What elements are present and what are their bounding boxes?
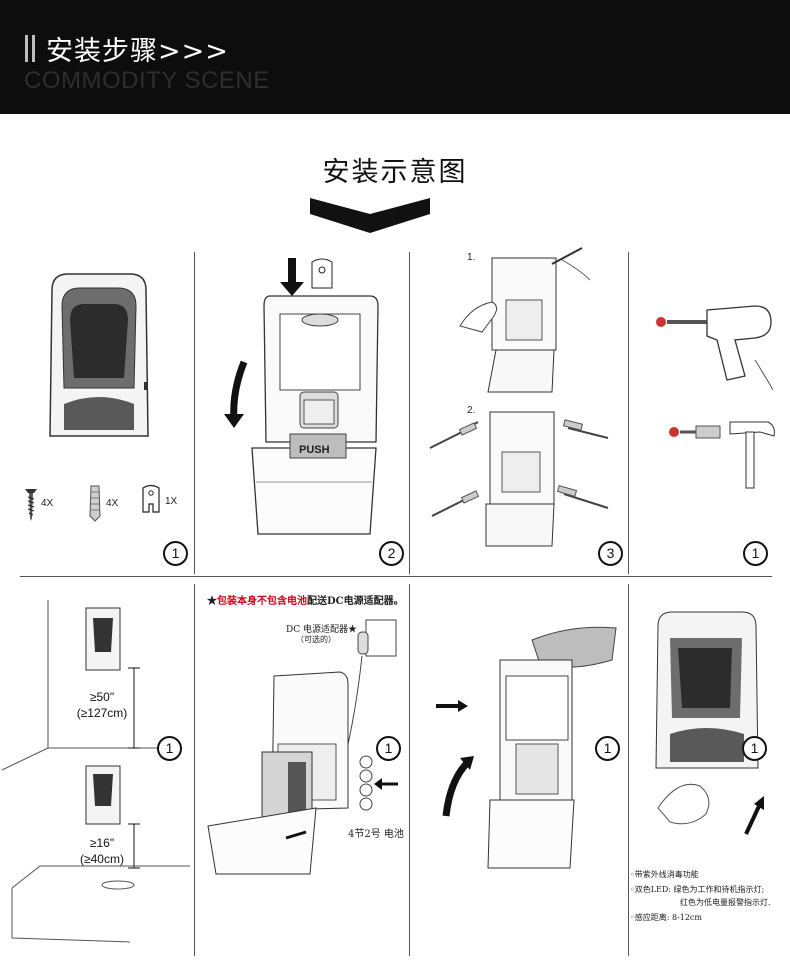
grid-divider: [409, 584, 410, 956]
step-badge: 1: [376, 736, 401, 761]
header-banner: 安装步骤>>> COMMODITY SCENE: [0, 0, 790, 114]
mark-holes-illustration: [459, 247, 591, 393]
step-badge: 1: [157, 736, 182, 761]
adapter-label: DC 电源适配器★: [286, 625, 357, 635]
mount-screws-illustration: [429, 411, 609, 547]
mounting-bracket-icon: [142, 484, 160, 513]
height-low-cm: (≥40cm): [80, 852, 124, 866]
header-bars: [25, 35, 39, 66]
feature-line: ◦带紫外线消毒功能: [630, 870, 699, 879]
adapter-optional: （可选的）: [296, 635, 336, 644]
step-badge: 1: [743, 541, 768, 566]
battery-note-red: 包装本身不包含电池: [217, 596, 307, 607]
header-title: 安装步骤>>>: [46, 36, 229, 67]
drill-icon: [656, 305, 774, 391]
substep-label: 1.: [467, 252, 476, 263]
chevron-down-icon: [310, 198, 430, 233]
height-high-inches: ≥50": [89, 690, 115, 704]
grid-divider: [194, 252, 195, 574]
feature-line: ◦感应距离: 8-12cm: [630, 913, 702, 922]
hammer-icon: [669, 421, 775, 489]
header-subtitle: COMMODITY SCENE: [24, 67, 270, 94]
height-high-cm: (≥127cm): [76, 706, 128, 720]
dispenser-front-illustration: [49, 273, 149, 437]
substep-label: 2.: [467, 405, 476, 416]
push-label: PUSH: [299, 444, 330, 456]
section-title: 安装示意图: [322, 157, 468, 188]
battery-label: 4节2号 电池: [348, 829, 404, 840]
wall-height-illustration: [1, 600, 190, 943]
step-badge: 1: [742, 736, 767, 761]
anchor-quantity: 4X: [106, 498, 119, 509]
grid-divider: [409, 252, 410, 574]
grid-divider: [628, 252, 629, 574]
feature-line: 红色为低电量报警指示灯.: [680, 898, 771, 907]
grid-divider: [194, 584, 195, 956]
step-badge: 1: [595, 736, 620, 761]
grid-divider: [20, 576, 772, 577]
step-badge: 1: [163, 541, 188, 566]
step-badge: 3: [598, 541, 623, 566]
bracket-quantity: 1X: [165, 496, 178, 507]
screw-quantity: 4X: [41, 498, 54, 509]
dispenser-in-use-illustration: [655, 611, 764, 835]
refill-illustration: [436, 626, 617, 869]
height-low-inches: ≥16": [89, 836, 115, 850]
open-dispenser-illustration: [224, 258, 379, 535]
screw-icon: [25, 489, 37, 521]
battery-note: ★包装本身不包含电池配送DC电源适配器。: [207, 596, 404, 607]
step-badge: 2: [379, 541, 404, 566]
wall-anchor-icon: [89, 485, 101, 522]
grid-divider: [628, 584, 629, 956]
adapter-battery-illustration: [207, 619, 398, 875]
feature-line: ◦双色LED: 绿色为工作和待机指示灯;: [630, 885, 765, 894]
